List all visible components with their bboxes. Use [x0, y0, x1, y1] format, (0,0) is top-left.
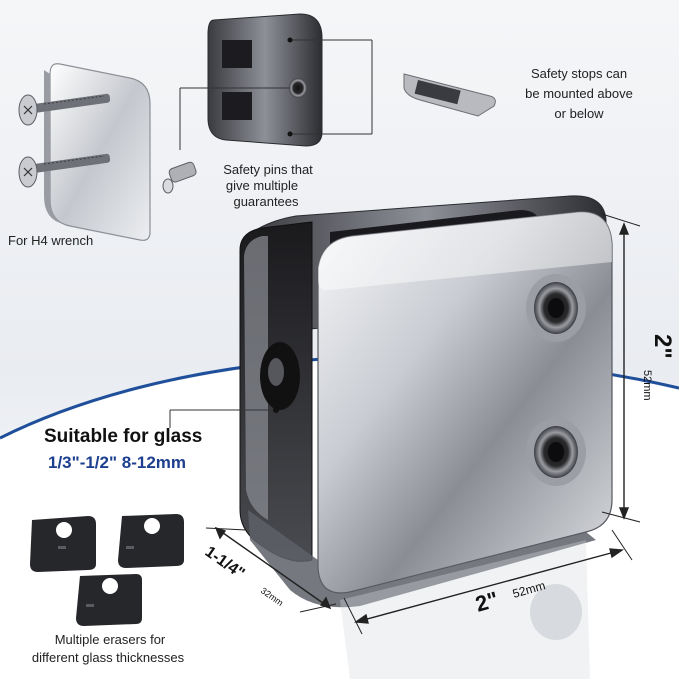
inner-clamp-block	[207, 13, 323, 147]
callout-dot	[273, 407, 279, 413]
bolt-hole-icon	[526, 418, 586, 486]
screw-icon	[18, 153, 111, 188]
erasers-line-1: Multiple erasers for	[55, 632, 166, 647]
width-dimension	[343, 529, 633, 635]
bolt-hole-icon	[526, 274, 586, 342]
screw-icon	[18, 93, 111, 126]
eraser-pad-icon	[118, 514, 184, 568]
safety-pins-line-3: guarantees	[233, 194, 299, 209]
floor-reflection	[340, 540, 590, 679]
safety-pins-label: Safety pins that give multiple guarantee…	[223, 162, 313, 209]
callout-dot	[287, 131, 293, 137]
safety-pins-line-1: Safety pins that	[223, 162, 313, 177]
glass-heading: Suitable for glass	[44, 426, 202, 447]
safety-stops-line-3: or below	[554, 106, 604, 121]
safety-pins-line-2: give multiple	[226, 178, 298, 193]
safety-stops-label: Safety stops can be mounted above or bel…	[525, 66, 633, 121]
depth-dimension	[205, 526, 337, 613]
height-mm-label: 52mm	[641, 370, 653, 401]
reflection-hole	[530, 584, 582, 640]
height-dimension	[601, 213, 641, 523]
erasers-line-2: different glass thicknesses	[32, 650, 185, 665]
glass-clamp	[239, 195, 613, 608]
erasers-label: Multiple erasers for different glass thi…	[32, 632, 185, 665]
height-inch-label: 2"	[649, 334, 676, 359]
safety-stops-line-2: be mounted above	[525, 86, 633, 101]
back-plate-with-screws	[18, 63, 151, 241]
eraser-pad-icon	[30, 516, 96, 572]
safety-pin-icon	[162, 161, 197, 194]
eraser-pad-icon	[76, 574, 142, 626]
safety-stops-line-1: Safety stops can	[531, 66, 627, 81]
h4-wrench-label: For H4 wrench	[8, 233, 93, 248]
safety-stop-icon	[403, 73, 496, 117]
callout-dot	[287, 37, 293, 43]
callout-lines-block	[179, 39, 373, 150]
glass-range: 1/3"-1/2" 8-12mm	[48, 453, 186, 472]
